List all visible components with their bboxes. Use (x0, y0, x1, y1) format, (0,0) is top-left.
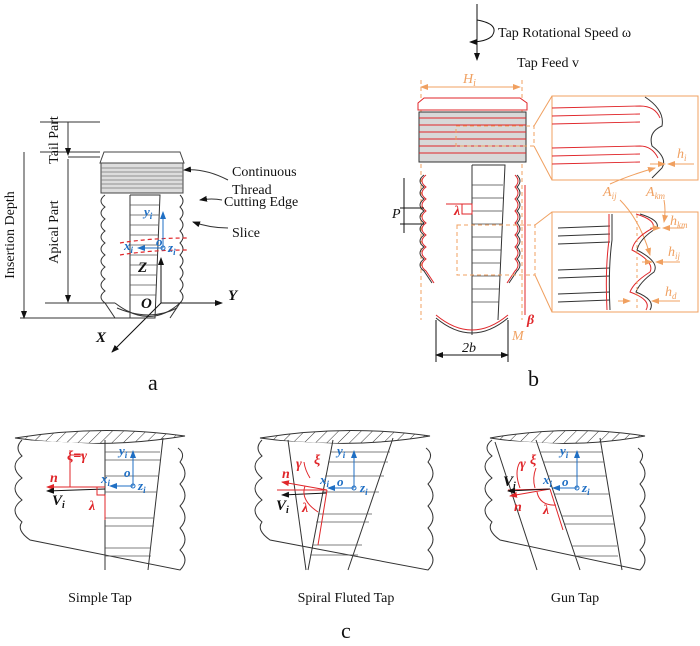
global-x-label: X (95, 330, 107, 346)
gun-y-label: yi (558, 443, 569, 460)
spiral-gamma-label: γ (296, 457, 302, 472)
detail-box-upper-source (455, 125, 535, 147)
spiral-n-label: n (282, 467, 290, 482)
cutting-edge-leader (199, 195, 223, 202)
continuous-thread-leader (183, 166, 229, 181)
hij-label: hij (668, 245, 681, 261)
gun-tap: yi o xi zi Vi γ ξ n λ Gun Tap (484, 429, 646, 606)
aij-label: Aij (602, 185, 617, 201)
simple-x-label: xi (100, 471, 111, 488)
connector-1 (533, 95, 553, 127)
gun-v-label: Vi (503, 474, 516, 492)
rotation-arrow (469, 19, 495, 45)
detail-upper: hi (551, 95, 699, 181)
slice-leader (192, 221, 229, 229)
simple-y-label: yi (117, 443, 128, 460)
insertion-depth-label: Insertion Depth (3, 191, 18, 278)
spiral-fluted-tap-caption: Spiral Fluted Tap (298, 591, 395, 606)
simple-tap: yi o xi zi ξ=γ n Vi λ Simple Tap (14, 429, 186, 606)
connector-3 (534, 211, 553, 226)
simple-n-label: n (50, 471, 58, 486)
spiral-z-label: zi (359, 480, 368, 497)
gun-n-label: n (514, 500, 522, 515)
global-x-axis (111, 302, 162, 353)
gun-lambda-label: λ (542, 503, 549, 518)
local-origin-label: o (156, 234, 163, 249)
panel-c-label: c (341, 618, 351, 643)
aij-leader (609, 166, 656, 185)
lambda-label: λ (453, 204, 460, 219)
width-label: 2b (462, 341, 476, 356)
tap-feed-label: Tap Feed v (517, 56, 579, 71)
local-z-axis-dot (160, 245, 166, 251)
beta-label: β (526, 313, 535, 328)
connector-4 (534, 274, 553, 313)
tail-part-label: Tail Part (47, 116, 62, 164)
gun-o-label: o (562, 474, 569, 489)
panel-a-label: a (148, 370, 158, 395)
slice-label: Slice (232, 226, 260, 241)
cutting-edge-label: Cutting Edge (224, 195, 298, 210)
p-label: P (391, 207, 401, 222)
spiral-y-label: yi (335, 443, 346, 460)
local-y-label: yi (142, 204, 153, 221)
continuous-thread-label: Thread (232, 183, 272, 198)
simple-xi-gamma-label: ξ=γ (67, 449, 87, 464)
h-label: Hi (462, 72, 476, 89)
spiral-lambda-label: λ (301, 501, 308, 516)
panel-b-label: b (528, 366, 539, 391)
spiral-fluted-tap: yi o xi zi n γ ξ Vi λ Spiral Fluted Tap (254, 429, 434, 606)
implant-tail-thread (99, 151, 185, 194)
connector-2 (533, 145, 553, 181)
panel-b: Tap Rotational Speed ω Tap Feed v Hi (391, 4, 699, 391)
local-x-label: xi (123, 238, 134, 255)
spiral-o-label: o (337, 474, 344, 489)
apical-part-label: Apical Part (47, 200, 62, 263)
detail-lower: hkm hij hd (551, 211, 699, 313)
rotational-speed-label: Tap Rotational Speed ω (498, 26, 631, 41)
simple-tap-caption: Simple Tap (68, 591, 132, 606)
spiral-xi-label: ξ (314, 453, 321, 468)
gun-xi-label: ξ (530, 453, 537, 468)
local-z-label: zi (167, 240, 176, 257)
hi-label: hi (677, 147, 687, 163)
gun-gamma-label: γ (520, 457, 526, 472)
simple-v-label: Vi (52, 493, 65, 511)
detail-box-lower-source (456, 224, 536, 276)
global-origin-label: O (141, 296, 152, 312)
m-label: M (511, 329, 525, 344)
simple-lambda-label: λ (88, 499, 95, 514)
hkm-label: hkm (670, 214, 688, 230)
panel-a: yi xi o zi Z O Y X Insertion Depth Tail … (3, 116, 298, 395)
gun-tap-caption: Gun Tap (551, 591, 599, 606)
gun-z-label: zi (581, 480, 590, 497)
akm-label: Akm (645, 185, 666, 201)
continuous-thread-label-1: Continuous (232, 165, 297, 180)
panel-c: yi o xi zi ξ=γ n Vi λ Simple Tap (14, 429, 646, 643)
gun-x-label: xi (542, 472, 553, 489)
simple-z-label: zi (137, 478, 146, 495)
tap-body (417, 97, 528, 335)
aij-leader-lower (619, 199, 651, 256)
global-y-label: Y (228, 288, 239, 304)
akm-leader (662, 199, 669, 223)
lambda-angle-mark (446, 203, 473, 215)
spiral-x-label: xi (319, 472, 330, 489)
global-z-label: Z (137, 260, 147, 276)
spiral-v-label: Vi (276, 498, 289, 516)
hd-label: hd (665, 285, 677, 301)
simple-o-label: o (124, 465, 131, 480)
